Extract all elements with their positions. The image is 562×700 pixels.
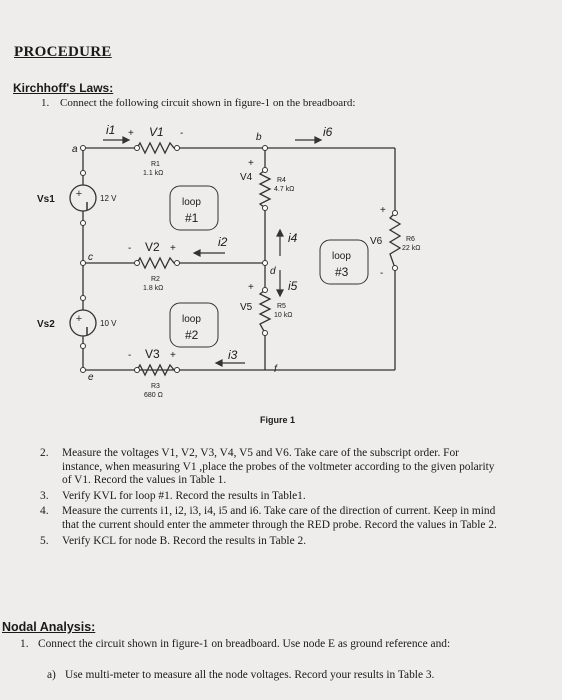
label-i4: i4 <box>288 231 298 245</box>
label-vs1: Vs1 <box>37 194 55 205</box>
loop3-number: #3 <box>335 265 349 279</box>
v2-minus: - <box>128 243 131 254</box>
step-4: 4. Measure the currents i1, i2, i3, i4, … <box>40 505 500 532</box>
label-i6: i6 <box>323 125 333 139</box>
step-2: 2. Measure the voltages V1, V2, V3, V4, … <box>40 447 500 488</box>
nodal-step-1: 1. Connect the circuit shown in figure-1… <box>20 637 490 651</box>
v4-plus: + <box>248 158 254 169</box>
vs2-value: 10 V <box>100 319 117 328</box>
loop2-label: loop <box>182 314 201 325</box>
node-e: e <box>88 372 94 383</box>
step-5: 5. Verify KCL for node B. Record the res… <box>40 535 500 549</box>
figure-caption: Figure 1 <box>260 415 295 425</box>
node-c: c <box>88 252 93 263</box>
step-4-number: 4. <box>40 505 49 518</box>
r4-value: 4.7 kΩ <box>274 186 294 193</box>
page-title: PROCEDURE <box>14 44 112 60</box>
steps-list: 2. Measure the voltages V1, V2, V3, V4, … <box>40 447 500 550</box>
label-v3: V3 <box>145 347 160 361</box>
v6-plus: + <box>380 205 386 216</box>
label-r4: R4 <box>277 177 286 184</box>
v3-plus: + <box>170 350 176 361</box>
label-r5: R5 <box>277 303 286 310</box>
v3-minus: - <box>128 350 131 361</box>
label-r1: R1 <box>151 161 160 168</box>
v1-plus: + <box>128 128 134 139</box>
step-3-number: 3. <box>40 489 49 502</box>
loop1-label: loop <box>182 197 201 208</box>
nodal-step-1-text: Connect the circuit shown in figure-1 on… <box>38 638 451 650</box>
step-2-text: Measure the voltages V1, V2, V3, V4, V5 … <box>62 447 495 487</box>
label-i2: i2 <box>218 235 228 249</box>
label-i5: i5 <box>288 279 298 293</box>
label-v4: V4 <box>240 172 253 183</box>
nodal-step-a-label: a) <box>47 669 56 681</box>
v1-minus: - <box>180 128 183 139</box>
step-3: 3. Verify KVL for loop #1. Record the re… <box>40 490 500 504</box>
label-i3: i3 <box>228 348 238 362</box>
vs1-value: 12 V <box>100 194 117 203</box>
label-r6: R6 <box>406 236 415 243</box>
loop1-number: #1 <box>185 211 199 225</box>
node-f: f <box>274 364 278 375</box>
node-b: b <box>256 132 262 143</box>
loop2-number: #2 <box>185 328 199 342</box>
step-1: 1. Connect the following circuit shown i… <box>41 97 355 109</box>
label-v1: V1 <box>149 125 164 139</box>
step-4-text: Measure the currents i1, i2, i3, i4, i5 … <box>62 505 497 531</box>
nodal-step-a: a) Use multi-meter to measure all the no… <box>47 669 434 681</box>
vs2-plus: + <box>76 313 82 325</box>
step-1-number: 1. <box>41 97 50 109</box>
r5-value: 10 kΩ <box>274 312 292 319</box>
nodal-step-a-text: Use multi-meter to measure all the node … <box>65 669 435 681</box>
r1-value: 1.1 kΩ <box>143 170 163 177</box>
nodal-step-1-number: 1. <box>20 638 29 650</box>
step-3-text: Verify KVL for loop #1. Record the resul… <box>62 489 306 502</box>
loop3-label: loop <box>332 251 351 262</box>
step-2-number: 2. <box>40 447 49 459</box>
step-5-number: 5. <box>40 534 49 547</box>
r6-value: 22 kΩ <box>402 245 420 252</box>
v2-plus: + <box>170 243 176 254</box>
v5-plus: + <box>248 282 254 293</box>
v6-minus: - <box>380 268 383 279</box>
r2-value: 1.8 kΩ <box>143 285 163 292</box>
circuit-diagram: + + i1 i6 i2 i3 i4 i5 a b c d e f Vs1 12… <box>37 123 420 425</box>
r3-value: 680 Ω <box>144 392 163 399</box>
kirchhoff-heading: Kirchhoff's Laws: <box>13 81 114 95</box>
label-r3: R3 <box>151 383 160 390</box>
label-r2: R2 <box>151 276 160 283</box>
label-vs2: Vs2 <box>37 319 55 330</box>
label-v5: V5 <box>240 302 253 313</box>
step-5-text: Verify KCL for node B. Record the result… <box>62 534 307 547</box>
label-v6: V6 <box>370 236 383 247</box>
vs1-plus: + <box>76 188 82 200</box>
label-v2: V2 <box>145 240 160 254</box>
label-i1: i1 <box>106 123 115 137</box>
nodal-heading: Nodal Analysis: <box>2 620 96 634</box>
step-1-text: Connect the following circuit shown in f… <box>60 97 356 109</box>
node-d: d <box>270 266 276 277</box>
node-a: a <box>72 144 78 155</box>
